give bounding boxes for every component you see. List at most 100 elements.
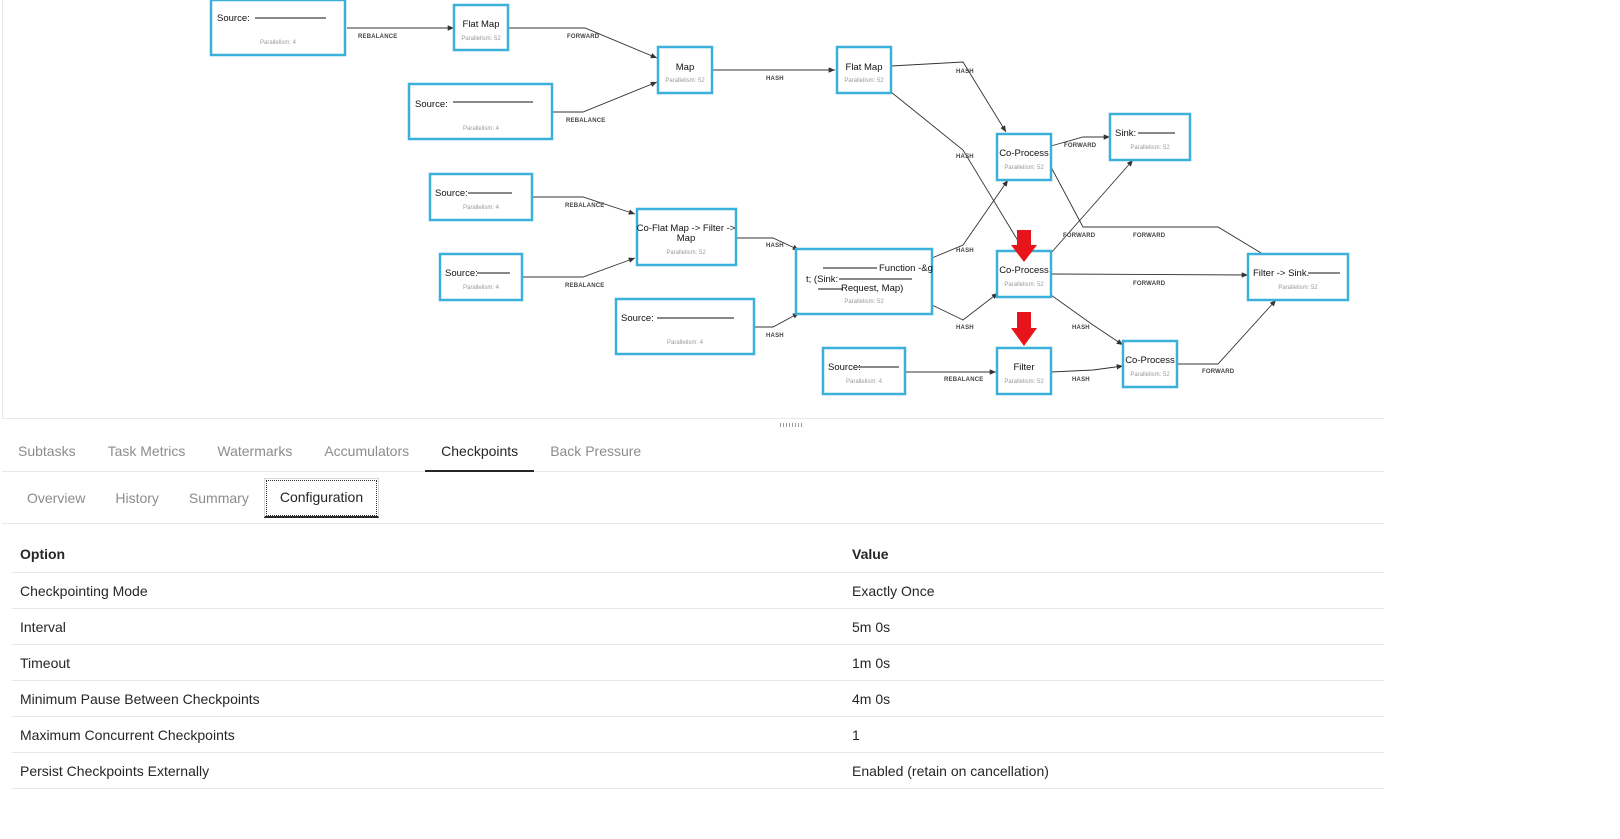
edge-label: FORWARD (1063, 233, 1096, 239)
graph-node-sink[interactable]: Sink: Parallelism: 52 (1108, 112, 1192, 162)
edge-coprocess1-sink (1050, 134, 1110, 147)
checkpoint-config-table: Option Value Checkpointing Mode Exactly … (12, 536, 1384, 789)
graph-node-flat-map-1[interactable]: Flat Map Parallelism: 52 (452, 3, 510, 52)
graph-node-source-5[interactable]: Source: Parallelism: 4 (614, 297, 756, 356)
edge-flatmap1-map (509, 27, 658, 59)
edge-label: REBALANCE (566, 118, 605, 124)
edge-coprocess3-filtersink (1178, 299, 1277, 365)
graph-node-source-4[interactable]: Source: Parallelism: 4 (438, 252, 524, 302)
edge-label: HASH (766, 333, 784, 339)
node-title: Source: (828, 362, 861, 373)
value-cell: 1m 0s (844, 644, 1384, 681)
node-parallelism: Parallelism: 4 (846, 379, 883, 385)
option-cell: Minimum Pause Between Checkpoints (12, 680, 844, 717)
node-title: Co-Flat Map -> Filter -> (637, 223, 736, 234)
edge-label: HASH (956, 69, 974, 75)
option-cell: Checkpointing Mode (12, 572, 844, 609)
table-row: Interval 5m 0s (12, 608, 1384, 645)
graph-node-co-process-3[interactable]: Co-Process Parallelism: 52 (1121, 339, 1179, 389)
detail-tab-bar: Subtasks Task Metrics Watermarks Accumul… (2, 430, 1384, 472)
graph-node-filter-sink[interactable]: Filter -> Sink. Parallelism: 52 (1246, 252, 1350, 302)
node-title: Flat Map (463, 19, 500, 30)
table-row: Maximum Concurrent Checkpoints 1 (12, 716, 1384, 753)
node-title: t; (Sink: (806, 274, 838, 285)
highlight-arrow-icon (1011, 230, 1037, 262)
option-cell: Maximum Concurrent Checkpoints (12, 716, 844, 753)
edge-label: FORWARD (1202, 369, 1235, 375)
table-row: Checkpointing Mode Exactly Once (12, 572, 1384, 609)
edge-label: HASH (766, 76, 784, 82)
table-header-row: Option Value (12, 536, 1384, 573)
job-graph-canvas[interactable]: REBALANCE FORWARD REBALANCE HASH HASH HA… (3, 0, 1385, 419)
edge-label: HASH (956, 154, 974, 160)
edge-source2-map (552, 81, 658, 113)
graph-node-function[interactable]: Function -&g t; (Sink: Request, Map) Par… (794, 247, 934, 316)
subtab-history[interactable]: History (115, 489, 159, 506)
edge-label: HASH (1072, 377, 1090, 383)
edge-label: HASH (1072, 325, 1090, 331)
node-title: Request, Map) (841, 283, 903, 294)
tab-accumulators[interactable]: Accumulators (324, 442, 410, 459)
value-cell: Exactly Once (844, 572, 1384, 609)
table-row: Timeout 1m 0s (12, 644, 1384, 681)
edge-function-coprocess2 (931, 292, 999, 321)
edge-source4-coflatmap (522, 257, 636, 278)
graph-node-flat-map-2[interactable]: Flat Map Parallelism: 52 (835, 45, 893, 95)
edge-coprocess2-sink (1050, 159, 1134, 254)
graph-node-source-3[interactable]: Source: Parallelism: 4 (428, 172, 534, 222)
edge-flatmap2-coprocess1 (890, 61, 1007, 133)
graph-node-filter[interactable]: Filter Parallelism: 52 (995, 346, 1053, 396)
job-graph-panel[interactable]: REBALANCE FORWARD REBALANCE HASH HASH HA… (2, 0, 1384, 419)
subtab-overview[interactable]: Overview (27, 489, 86, 506)
tab-checkpoints[interactable]: Checkpoints (425, 430, 535, 472)
graph-node-source-6[interactable]: Source: Parallelism: 4 (821, 346, 907, 396)
node-parallelism: Parallelism: 52 (1004, 379, 1044, 385)
table-row: Minimum Pause Between Checkpoints 4m 0s (12, 680, 1384, 717)
node-title: Source: (621, 313, 654, 324)
node-parallelism: Parallelism: 4 (463, 285, 500, 291)
tab-back-pressure[interactable]: Back Pressure (550, 442, 642, 459)
tab-task-metrics[interactable]: Task Metrics (107, 442, 186, 459)
edge-label: FORWARD (1133, 233, 1166, 239)
panel-resize-handle[interactable] (776, 422, 806, 428)
table-row: Persist Checkpoints Externally Enabled (… (12, 752, 1384, 789)
node-parallelism: Parallelism: 52 (844, 299, 884, 305)
edge-label: HASH (956, 325, 974, 331)
node-title: Source: (445, 268, 478, 279)
column-header-option: Option (12, 536, 844, 573)
node-title: Co-Process (1125, 355, 1175, 366)
option-cell: Persist Checkpoints Externally (12, 752, 844, 789)
graph-node-co-process-1[interactable]: Co-Process Parallelism: 52 (995, 132, 1053, 182)
graph-node-source-1[interactable]: Source: Parallelism: 4 (209, 0, 347, 57)
node-parallelism: Parallelism: 52 (1004, 165, 1044, 171)
tab-subtasks[interactable]: Subtasks (18, 442, 76, 459)
node-title: Function -&g (879, 263, 933, 274)
node-title: Sink: (1115, 128, 1136, 139)
node-parallelism: Parallelism: 52 (461, 36, 501, 42)
node-title: Source: (217, 13, 250, 24)
graph-node-co-flat-map[interactable]: Co-Flat Map -> Filter -> Map Parallelism… (635, 207, 738, 267)
node-parallelism: Parallelism: 52 (665, 78, 705, 84)
column-header-value: Value (844, 536, 1384, 573)
edge-label: HASH (956, 248, 974, 254)
value-cell: Enabled (retain on cancellation) (844, 752, 1384, 789)
node-title: Co-Process (999, 148, 1049, 159)
node-parallelism: Parallelism: 52 (1130, 372, 1170, 378)
node-title: Map (676, 62, 694, 73)
edge-label: REBALANCE (565, 283, 604, 289)
edge-coflatmap-function (736, 237, 800, 251)
edge-coprocess2-filtersink (1050, 272, 1249, 278)
node-parallelism: Parallelism: 4 (463, 205, 500, 211)
edge-coprocess1-filtersink (1050, 166, 1277, 263)
edge-function-coprocess1 (931, 179, 1009, 259)
graph-node-map[interactable]: Map Parallelism: 52 (656, 45, 714, 95)
tab-watermarks[interactable]: Watermarks (217, 442, 293, 459)
edge-label: HASH (766, 243, 784, 249)
node-title: Co-Process (999, 265, 1049, 276)
node-title: Filter -> Sink. (1253, 268, 1309, 279)
subtab-configuration[interactable]: Configuration (263, 477, 380, 518)
edge-label: FORWARD (1064, 143, 1097, 149)
subtab-summary[interactable]: Summary (188, 489, 249, 506)
graph-node-source-2[interactable]: Source: Parallelism: 4 (407, 82, 554, 141)
node-parallelism: Parallelism: 52 (1004, 282, 1044, 288)
